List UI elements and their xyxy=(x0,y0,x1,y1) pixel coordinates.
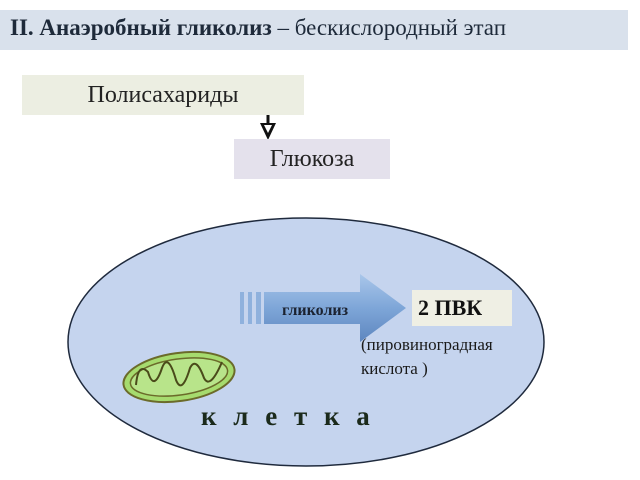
glucose-box: Глюкоза xyxy=(234,139,390,179)
polysaccharides-box: Полисахариды xyxy=(22,75,304,115)
process-arrow-icon xyxy=(240,274,406,342)
pvk-description: (пировиноградная кислота ) xyxy=(361,333,493,381)
down-arrow-icon xyxy=(260,115,276,140)
cell-ellipse xyxy=(67,217,545,467)
glucose-label: Глюкоза xyxy=(269,145,355,172)
glycolysis-label: гликолиз xyxy=(282,302,349,319)
polysaccharides-label: Полисахариды xyxy=(87,81,239,108)
pvk-label: 2 ПВК xyxy=(418,295,483,320)
title-rest: – бескислородный этап xyxy=(271,15,507,40)
mitochondrion-icon xyxy=(122,350,236,404)
title-bar xyxy=(0,10,628,50)
pvk-box: 2 ПВК xyxy=(412,290,512,326)
title-bold: II. Анаэробный гликолиз xyxy=(10,15,272,40)
pvk-description-line2: кислота ) xyxy=(361,359,428,378)
cell-label: к л е т к а xyxy=(201,401,375,431)
pvk-description-line1: (пировиноградная xyxy=(361,335,493,354)
slide-title: II. Анаэробный гликолиз – бескислородный… xyxy=(10,15,506,41)
